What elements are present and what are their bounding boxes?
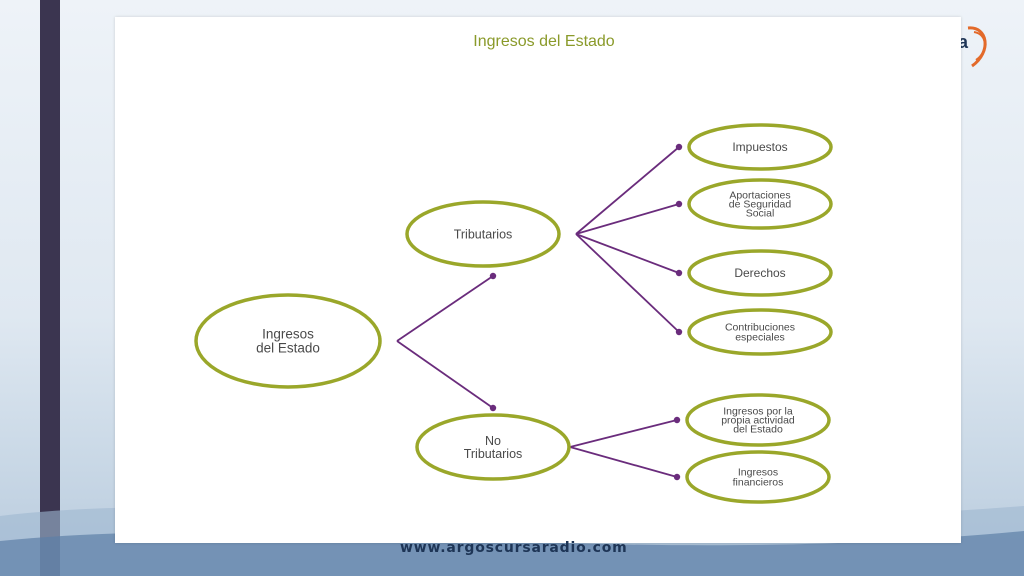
connector-branch-1-child-2 bbox=[575, 203, 680, 235]
connector-branch-2-child-2 bbox=[569, 446, 678, 478]
branch-node-2-shape bbox=[415, 413, 571, 481]
leaf-node-1-3-shape bbox=[687, 249, 833, 297]
branch-node-1-label: Tributarios bbox=[454, 227, 513, 241]
branch-node-1: Tributarios bbox=[405, 200, 561, 268]
branch-node-1-shape bbox=[405, 200, 561, 268]
connector-dot-branch-1-child-4 bbox=[675, 328, 683, 336]
connector-dot-branch-2-child-1 bbox=[673, 416, 681, 424]
footer-website-url[interactable]: www.argoscursaradio.com bbox=[400, 540, 628, 556]
diagram-title: Ingresos del Estado bbox=[473, 33, 615, 50]
connector-dot-branch-1 bbox=[489, 272, 497, 280]
connector-branch-1-child-1 bbox=[575, 146, 680, 235]
leaf-node-1-4-shape bbox=[687, 308, 833, 356]
leaf-node-1-3-label: Derechos bbox=[734, 266, 785, 280]
connector-dot-branch-2 bbox=[489, 404, 497, 412]
connector-branch-1-child-3 bbox=[575, 233, 680, 274]
logo-mark: a bbox=[958, 26, 987, 68]
connector-dot-branch-1-child-3 bbox=[675, 269, 683, 277]
connector-branch-1-child-4 bbox=[575, 233, 680, 333]
logo-letter: a bbox=[958, 32, 969, 52]
leaf-node-2-1-shape bbox=[685, 393, 831, 447]
connector-branch-2-child-1 bbox=[569, 419, 678, 448]
leaf-node-1-1-label: Impuestos bbox=[732, 140, 787, 154]
leaf-node-1-1: Impuestos bbox=[687, 123, 833, 171]
connector-dot-branch-2-child-2 bbox=[673, 473, 681, 481]
left-accent-bar bbox=[40, 0, 60, 576]
leaf-node-1-3: Derechos bbox=[687, 249, 833, 297]
root-node-shape bbox=[194, 293, 382, 389]
connector-root-to-branch-1 bbox=[396, 275, 494, 342]
leaf-node-2-2-shape bbox=[685, 450, 831, 504]
connector-dot-branch-1-child-2 bbox=[675, 200, 683, 208]
connector-dot-branch-1-child-1 bbox=[675, 143, 683, 151]
leaf-node-1-1-shape bbox=[687, 123, 833, 171]
leaf-node-1-2-shape bbox=[687, 178, 833, 230]
connector-root-to-branch-2 bbox=[396, 340, 494, 409]
